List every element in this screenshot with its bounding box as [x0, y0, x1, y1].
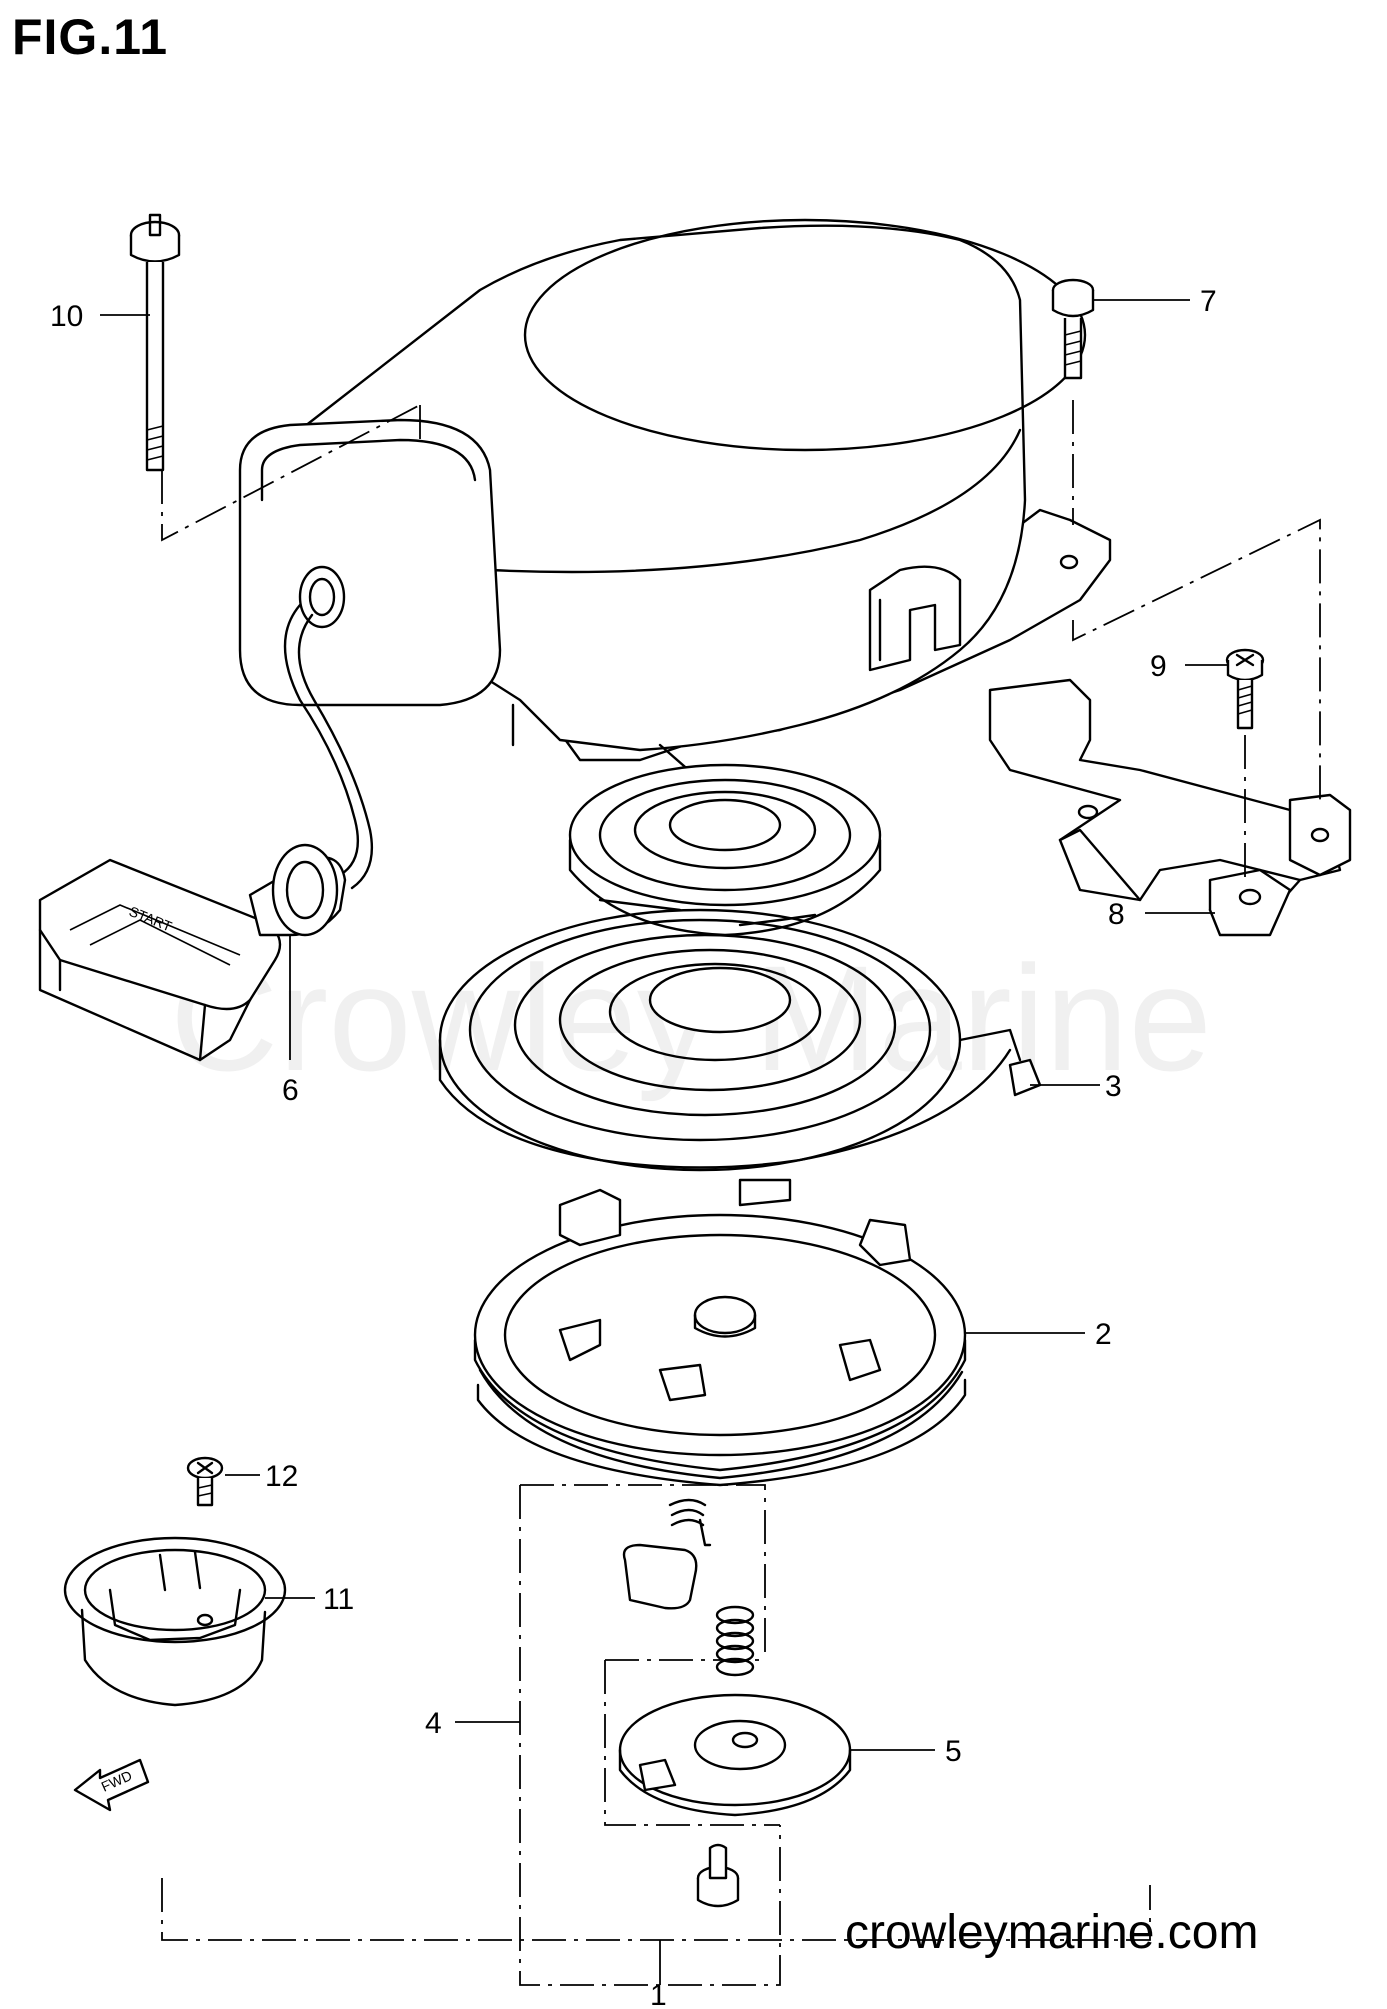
callout-4: 4 — [425, 1707, 442, 1740]
callout-3: 3 — [1105, 1070, 1122, 1103]
callout-10: 10 — [50, 300, 83, 333]
callout-9: 9 — [1150, 650, 1167, 683]
callout-7: 7 — [1200, 285, 1217, 318]
callout-12: 12 — [265, 1460, 298, 1493]
screw-12 — [186, 1456, 224, 1507]
leader-lines — [100, 299, 1228, 1985]
recoil-spring — [438, 763, 1042, 1172]
callouts: 1 2 3 4 5 6 7 8 9 10 11 12 — [50, 285, 1217, 2009]
bracket — [988, 678, 1352, 937]
bolt-10 — [129, 213, 181, 472]
assembly-lines — [161, 400, 1321, 1960]
callout-5: 5 — [945, 1735, 962, 1768]
starter-cup — [63, 1536, 287, 1707]
starter-handle: START — [38, 603, 374, 1062]
figure-title: FIG.11 — [12, 9, 169, 65]
bolt-9 — [1225, 648, 1265, 730]
forward-arrow: FWD — [73, 1758, 150, 1812]
callout-1: 1 — [650, 1979, 667, 2009]
bolt-7 — [1051, 278, 1095, 380]
callout-11: 11 — [323, 1583, 354, 1616]
reel-pulley — [473, 1178, 967, 1487]
callout-2: 2 — [1095, 1318, 1112, 1351]
callout-6: 6 — [282, 1074, 299, 1107]
starter-case — [238, 218, 1112, 782]
callout-8: 8 — [1108, 898, 1125, 931]
website-text: crowleymarine.com — [845, 1906, 1258, 1959]
ratchet-assembly — [519, 1484, 852, 1986]
